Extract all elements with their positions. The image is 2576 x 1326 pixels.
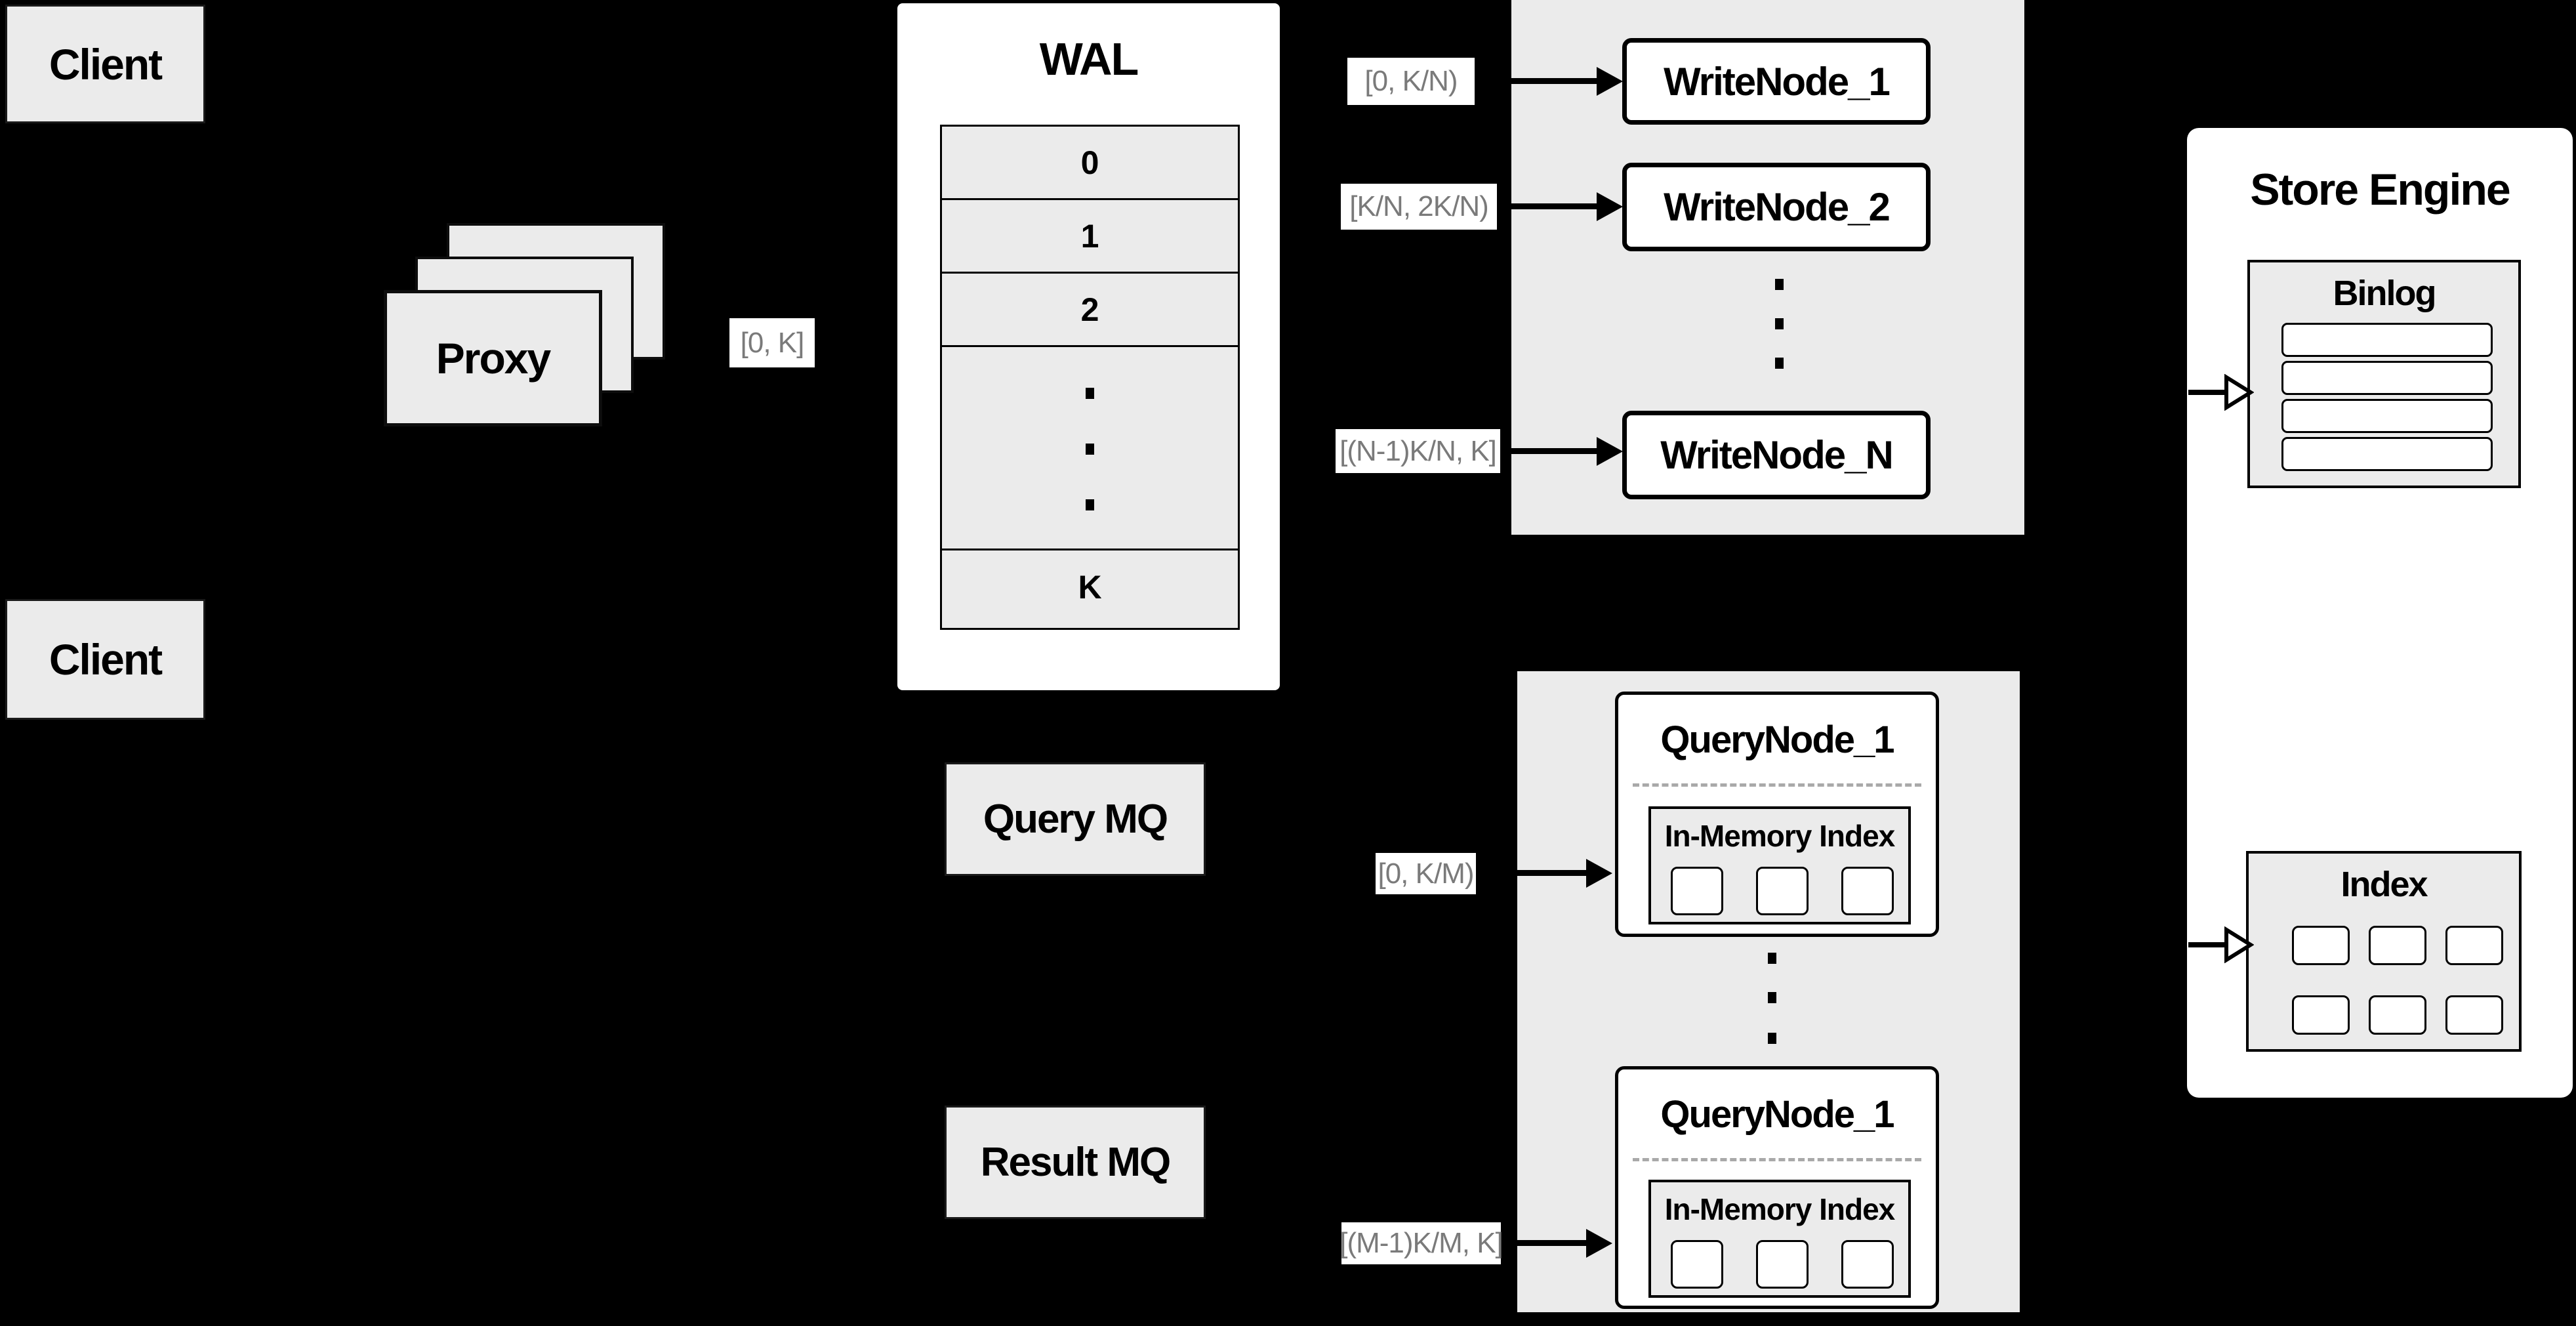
in-memory-index-2-box: In-Memory Index — [1648, 1180, 1911, 1298]
arrow-right-icon — [1478, 870, 1587, 876]
segment-square — [1756, 1240, 1809, 1289]
client-top-label: Client — [49, 39, 163, 89]
ellipsis-dot — [1086, 444, 1094, 455]
store-engine-box: Store Engine Binlog Index — [2187, 128, 2573, 1098]
segment-square — [1841, 867, 1894, 915]
write-node-2-box: WriteNode_2 — [1622, 163, 1931, 251]
index-square — [2292, 926, 2350, 965]
ellipsis-dot — [1768, 953, 1776, 964]
wal-row-2: 2 — [942, 274, 1238, 347]
wal-row-k: K — [1078, 569, 1102, 606]
ellipsis-dot — [1768, 992, 1776, 1003]
store-engine-title: Store Engine — [2250, 165, 2510, 215]
arrow-right-icon — [1586, 859, 1612, 888]
client-bottom-box: Client — [5, 599, 205, 720]
query-node-2-box: QueryNode_1 In-Memory Index — [1615, 1066, 1939, 1309]
dashed-divider — [1633, 1158, 1921, 1161]
result-mq-label: Result MQ — [980, 1140, 1172, 1185]
segment-square — [1756, 867, 1809, 915]
arrow-right-icon — [1503, 1240, 1587, 1246]
wal-title: WAL — [1039, 33, 1139, 85]
index-square — [2445, 926, 2503, 965]
binlog-title: Binlog — [2333, 274, 2437, 313]
query-mq-label: Query MQ — [983, 797, 1168, 842]
arrow-right-icon — [1498, 203, 1598, 209]
client-bottom-label: Client — [49, 635, 163, 684]
binlog-row — [2281, 437, 2493, 471]
ellipsis-dot — [1775, 318, 1784, 329]
binlog-row — [2281, 399, 2493, 433]
binlog-row — [2281, 361, 2493, 395]
index-square — [2445, 995, 2503, 1035]
wal-box: WAL 0 1 2 K — [897, 3, 1280, 690]
ellipsis-dot — [1086, 499, 1094, 510]
range-label-write-n: [(N-1)K/N, K] — [1336, 429, 1500, 473]
ellipsis-dot — [1086, 388, 1094, 399]
arrow-right-icon — [1586, 1229, 1612, 1258]
write-node-1-box: WriteNode_1 — [1622, 38, 1931, 125]
binlog-box: Binlog — [2247, 260, 2521, 488]
arrow-right-icon — [1502, 448, 1598, 454]
query-node-1-box: QueryNode_1 In-Memory Index — [1615, 692, 1939, 937]
query-node-1-title: QueryNode_1 — [1660, 718, 1894, 761]
wal-table: 0 1 2 K — [940, 125, 1240, 630]
binlog-row — [2281, 323, 2493, 357]
segment-square — [1671, 1240, 1723, 1289]
query-mq-box: Query MQ — [945, 762, 1206, 876]
dashed-divider — [1633, 783, 1921, 787]
result-mq-box: Result MQ — [945, 1106, 1206, 1219]
arrow-right-icon — [1597, 67, 1623, 96]
proxy-label: Proxy — [436, 334, 551, 383]
write-node-n-box: WriteNode_N — [1622, 411, 1931, 499]
range-label-proxy-out: [0, K] — [729, 318, 815, 367]
range-label-write-2: [K/N, 2K/N) — [1341, 184, 1497, 230]
hollow-arrow-right-icon — [2188, 374, 2254, 411]
ellipsis-dot — [1775, 279, 1784, 290]
wal-row-ellipsis — [942, 347, 1238, 550]
in-memory-index-1-title: In-Memory Index — [1664, 819, 1896, 853]
index-box: Index — [2246, 851, 2522, 1052]
index-square — [2369, 926, 2426, 965]
arrow-right-icon — [1597, 192, 1623, 221]
proxy-box-front: Proxy — [384, 290, 602, 426]
ellipsis-dot — [1768, 1033, 1776, 1044]
wal-row-1: 1 — [942, 200, 1238, 274]
range-label-write-1: [0, K/N) — [1347, 58, 1475, 105]
range-label-query-1: [0, K/M) — [1376, 853, 1476, 894]
ellipsis-dot — [1775, 358, 1784, 369]
in-memory-index-1-box: In-Memory Index — [1648, 806, 1911, 924]
query-node-2-title: QueryNode_1 — [1660, 1093, 1894, 1136]
index-square — [2292, 995, 2350, 1035]
in-memory-index-2-title: In-Memory Index — [1664, 1192, 1896, 1226]
range-label-query-2: [(M-1)K/M, K] — [1339, 1222, 1503, 1264]
index-title: Index — [2341, 865, 2428, 904]
hollow-arrow-right-icon — [2188, 926, 2254, 963]
index-square — [2369, 995, 2426, 1035]
client-top-box: Client — [5, 5, 205, 123]
segment-square — [1671, 867, 1723, 915]
segment-square — [1841, 1240, 1894, 1289]
arrow-right-icon — [1597, 437, 1623, 466]
arrow-right-icon — [1476, 78, 1598, 84]
wal-row-0: 0 — [942, 127, 1238, 200]
